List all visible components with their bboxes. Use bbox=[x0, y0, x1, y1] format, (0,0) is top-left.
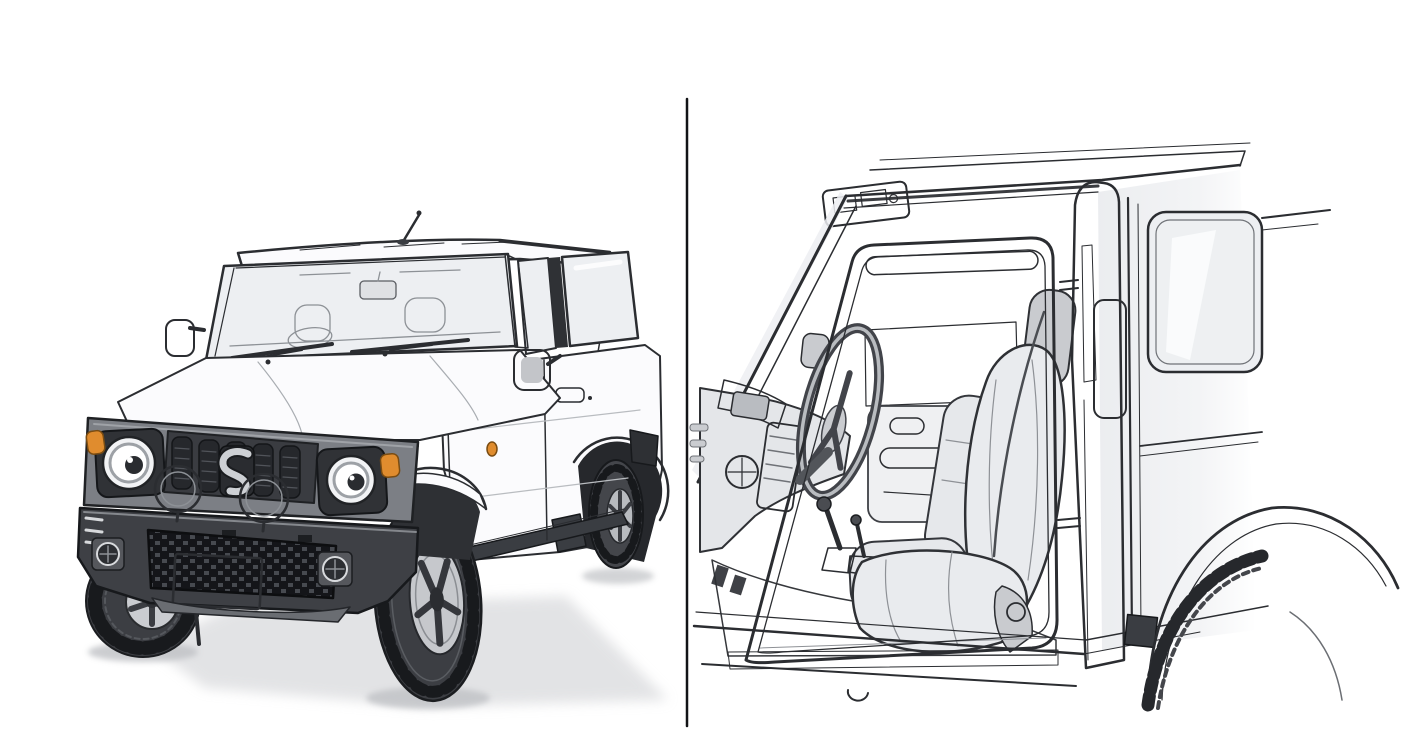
left-turn-signal bbox=[85, 429, 106, 455]
b-pillar bbox=[1126, 196, 1142, 638]
seat-belt bbox=[992, 310, 1046, 558]
steering-wheel bbox=[795, 323, 885, 501]
antenna bbox=[397, 210, 422, 245]
side-windows bbox=[517, 250, 640, 355]
side-mirror-right bbox=[513, 349, 562, 391]
right-turn-signal bbox=[379, 452, 401, 479]
cabin-interior bbox=[689, 288, 1077, 670]
door-check-bracket bbox=[1093, 299, 1127, 419]
grille bbox=[163, 430, 319, 504]
header-trim bbox=[865, 250, 1039, 276]
steering-column bbox=[795, 447, 833, 485]
roof bbox=[236, 238, 612, 353]
license-plate bbox=[171, 552, 264, 611]
rear-wheel-arch bbox=[1141, 505, 1400, 712]
fog-lamp-left bbox=[91, 537, 125, 571]
fog-lamp-right bbox=[317, 551, 353, 587]
side-mirror-left bbox=[165, 319, 206, 357]
side-marker-lamp bbox=[486, 441, 498, 457]
right-headlight bbox=[315, 445, 389, 517]
windshield bbox=[204, 252, 529, 363]
aux-lamp-right bbox=[238, 472, 290, 533]
door-aperture bbox=[744, 236, 1059, 665]
rear-quarter-window bbox=[1139, 209, 1331, 457]
dashboard bbox=[689, 379, 851, 553]
interior-panel bbox=[689, 142, 1400, 712]
aux-lamp-left bbox=[153, 464, 203, 523]
front-seat-near bbox=[851, 288, 1077, 654]
rear-bumper-corner bbox=[629, 429, 659, 467]
exterior-panel bbox=[76, 210, 670, 709]
skid-lip bbox=[151, 597, 351, 623]
bumper-mesh bbox=[146, 528, 338, 600]
open-door-edge bbox=[1057, 180, 1127, 670]
front-bumper bbox=[76, 506, 420, 646]
left-headlight bbox=[93, 427, 167, 499]
